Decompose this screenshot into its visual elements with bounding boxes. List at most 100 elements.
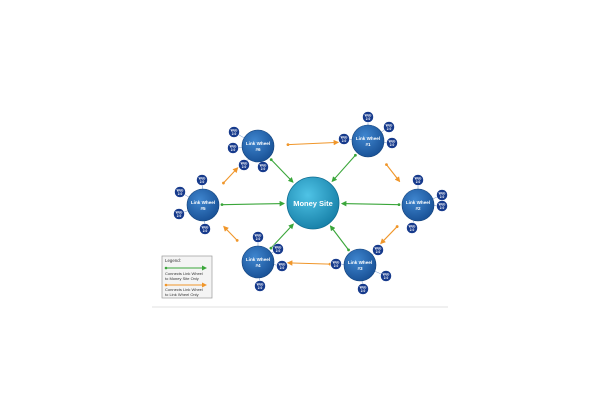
orange-arrow-w4-w5 [223, 225, 238, 241]
satellite-label-1: Web [202, 226, 209, 230]
wheel-label-line2: #5 [200, 206, 206, 211]
wheel-label-line2: #1 [365, 142, 371, 147]
legend-orange-text-1: Connects Link Wheel [165, 287, 203, 292]
green-arrow-dot-w3 [347, 248, 350, 252]
satellite-label-1: Web [231, 129, 238, 133]
wheel-circle [241, 129, 275, 163]
orange-arrow-w3-w4 [286, 260, 331, 266]
satellite-label-1: Web [275, 246, 282, 250]
satellite-label-2: 2.0 [177, 214, 182, 218]
satellite-label-1: Web [241, 162, 248, 166]
legend-box [161, 255, 213, 299]
satellite-label-2: 2.0 [276, 249, 281, 253]
satellite-label-2: 2.0 [366, 117, 371, 121]
satellite-label-2: 2.0 [361, 289, 366, 293]
satellite-label-1: Web [383, 273, 390, 277]
satellite-label-2: 2.0 [387, 127, 392, 131]
satellite-label-2: 2.0 [256, 237, 261, 241]
satellite-label-1: Web [439, 192, 446, 196]
orange-arrow-dot-w5-w6 [222, 181, 225, 185]
satellite-label-2: 2.0 [231, 148, 236, 152]
satellite-label-2: 2.0 [280, 266, 285, 270]
satellite-label-2: 2.0 [390, 143, 395, 147]
legend-green-text-1: Connects Link Wheel [165, 271, 203, 276]
legend: Legend: Connects Link Wheel to Money Sit… [161, 255, 213, 299]
legend-green-text-2: to Money Site Only [165, 276, 199, 281]
satellite-label-2: 2.0 [410, 228, 415, 232]
satellite-label-2: 2.0 [334, 264, 339, 268]
green-arrow-dot-w2 [397, 203, 401, 207]
legend-green-dot [164, 266, 168, 270]
satellite-label-1: Web [230, 145, 237, 149]
satellite-label-1: Web [257, 283, 264, 287]
satellite-label-1: Web [375, 247, 382, 251]
money-site-node: Money Site [286, 176, 340, 230]
satellite-label-1: Web [176, 211, 183, 215]
satellite-label-2: 2.0 [416, 180, 421, 184]
green-arrow-dot-w6 [269, 158, 273, 162]
wheel-label-line1: Link Wheel [246, 141, 270, 146]
wheel-label-line2: #6 [255, 147, 261, 152]
satellite-label-1: Web [389, 140, 396, 144]
satellite-label-1: Web [333, 261, 340, 265]
wheel-circle [186, 188, 220, 222]
wheel-label-line2: #3 [357, 266, 363, 271]
legend-title: Legend: [165, 258, 181, 263]
satellite-label-1: Web [341, 136, 348, 140]
satellite-label-1: Web [386, 124, 393, 128]
green-arrow-w6 [270, 159, 294, 183]
green-arrow-w3 [329, 225, 349, 251]
wheel-circle [343, 248, 377, 282]
satellite-label-2: 2.0 [440, 206, 445, 210]
green-arrow-w5 [221, 200, 286, 207]
satellite-label-1: Web [255, 234, 262, 238]
wheel-label-line1: Link Wheel [356, 136, 380, 141]
satellite-label-2: 2.0 [242, 165, 247, 169]
orange-arrow-w2-w3 [380, 226, 398, 245]
wheel-label-line1: Link Wheel [406, 200, 430, 205]
satellite-label-1: Web [279, 263, 286, 267]
satellite-label-1: Web [439, 203, 446, 207]
green-arrow-dot-w4 [269, 246, 273, 250]
wheel-label-line1: Link Wheel [191, 200, 215, 205]
orange-arrow-dot-w6-w1 [286, 143, 290, 147]
satellite-label-2: 2.0 [376, 250, 381, 254]
satellite-label-1: Web [260, 164, 267, 168]
satellite-label-1: Web [415, 177, 422, 181]
satellite-label-2: 2.0 [178, 192, 183, 196]
satellite-label-2: 2.0 [384, 276, 389, 280]
orange-arrow-w5-w6 [223, 167, 239, 184]
wheel-circle [401, 188, 435, 222]
wheel-label-line1: Link Wheel [348, 260, 372, 265]
green-arrow-w1 [331, 154, 356, 183]
wheel-label-line1: Link Wheel [246, 257, 270, 262]
orange-arrow-dot-w2-w3 [395, 225, 399, 228]
legend-orange-text-2: to Link Wheel Only [165, 292, 199, 297]
satellite-label-1: Web [409, 225, 416, 229]
